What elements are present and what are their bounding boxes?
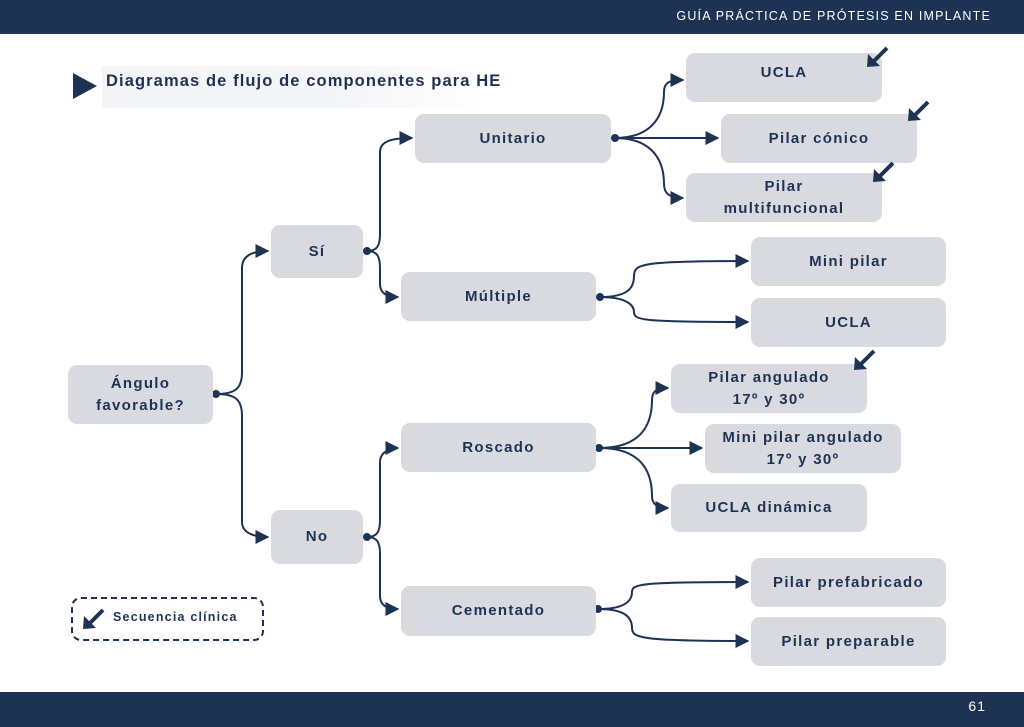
node-angulo-favorable: Ángulo favorable? [68,365,213,424]
junction-dot-cementado [594,605,602,613]
page-heading: Diagramas de flujo de componentes para H… [106,72,502,90]
node-no: No [271,510,363,564]
connector-si-multiple [366,250,400,304]
arrow-down-left-icon [867,46,889,67]
node-pilar-angulado: Pilar angulado 17º y 30º [671,364,867,413]
arrow-down-left-icon [873,161,895,182]
connector-roscado-pilar-angulado [598,381,670,449]
connector-unitario-multifuncional [614,137,685,205]
connector-cementado-preparable [597,608,750,648]
node-cementado: Cementado [401,586,596,636]
junction-dot-unitario [611,134,619,142]
node-mini-pilar-angulado: Mini pilar angulado 17º y 30º [705,424,901,473]
connector-multiple-mini-pilar [599,254,750,298]
node-si: Sí [271,225,363,278]
junction-dot-no [363,533,371,541]
legend-label: Secuencia clínica [113,610,238,624]
connector-root-si [215,244,270,395]
arrow-down-left-icon [83,608,105,629]
arrow-down-left-icon [854,349,876,370]
node-multiple: Múltiple [401,272,596,321]
header-title: GUÍA PRÁCTICA DE PRÓTESIS EN IMPLANTE [676,9,991,23]
node-pilar-prefabricado: Pilar prefabricado [751,558,946,607]
node-unitario: Unitario [415,114,611,163]
connector-root-no [215,393,270,544]
junction-dot-root [212,390,220,398]
connector-si-unitario [366,131,414,252]
page-number: 61 [968,698,986,714]
connector-no-roscado [366,441,400,538]
node-pilar-preparable: Pilar preparable [751,617,946,666]
node-mini-pilar: Mini pilar [751,237,946,286]
connector-cementado-prefabricado [597,575,750,610]
node-roscado: Roscado [401,423,596,472]
node-pilar-multifuncional: Pilar multifuncional [686,173,882,222]
node-ucla-multiple: UCLA [751,298,946,347]
node-ucla-unitario: UCLA [686,53,882,102]
junction-dot-roscado [595,444,603,452]
junction-dot-si [363,247,371,255]
top-bar: GUÍA PRÁCTICA DE PRÓTESIS EN IMPLANTE [0,0,1024,34]
node-ucla-dinamica: UCLA dinámica [671,484,867,532]
heading-background [102,66,487,108]
connector-multiple-ucla [599,296,750,329]
play-triangle-icon [73,73,97,99]
connector-roscado-ucla-dinamica [598,447,670,515]
legend-box: Secuencia clínica [71,597,264,641]
connector-unitario-ucla [614,73,685,139]
bottom-bar: 61 [0,692,1024,727]
connector-no-cementado [366,536,400,616]
junction-dot-multiple [596,293,604,301]
arrow-down-left-icon [908,100,930,121]
node-pilar-conico: Pilar cónico [721,114,917,163]
